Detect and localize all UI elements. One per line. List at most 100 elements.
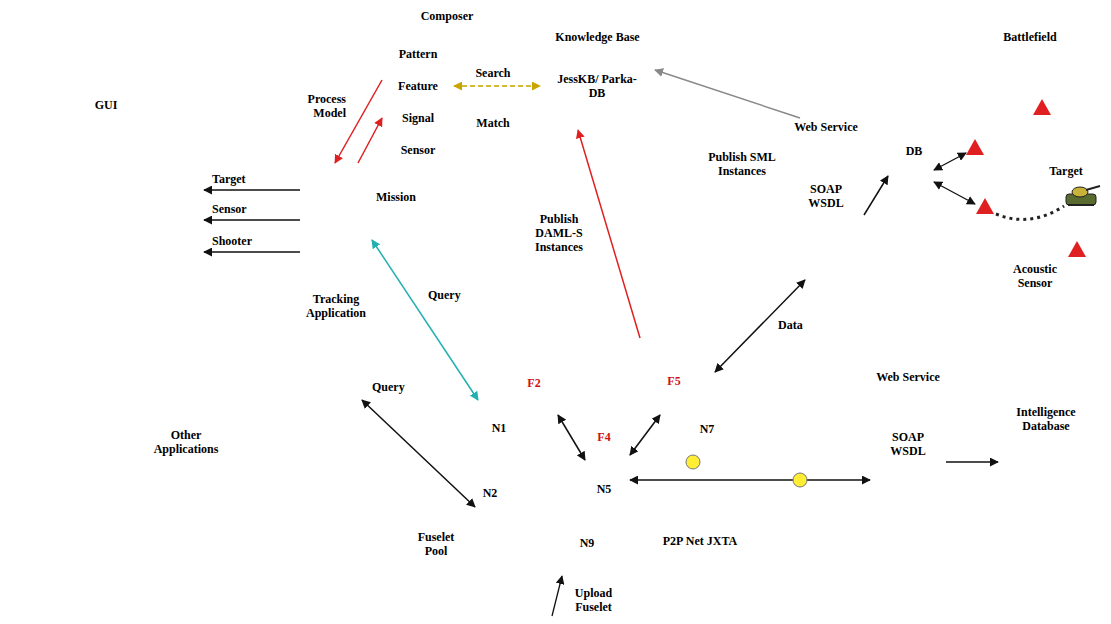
edge-label: Process Model: [290, 92, 346, 120]
connector-arrow: [578, 130, 640, 338]
free-label: Upload Fuselet: [566, 586, 621, 614]
node-label: Intelligence Database: [998, 405, 1094, 433]
node-label: DB: [888, 144, 940, 158]
peer-node: F4N5: [585, 430, 630, 500]
node-label: Sensor: [382, 143, 454, 157]
peer-node-outline: [552, 536, 602, 568]
node-label: N5: [589, 482, 619, 496]
peer-node: F2N1: [478, 376, 558, 438]
free-label: Publish SML Instances: [698, 150, 786, 178]
database-cylinder: Intelligence Database: [998, 403, 1094, 485]
acoustic-sensor-symbol: [1033, 99, 1051, 115]
node-label: N1: [484, 421, 514, 435]
peer-node-dot: [793, 473, 807, 487]
node-heading: Knowledge Base: [540, 30, 655, 44]
composer-box: ComposerPatternFeatureSignalSensor Knowle…: [372, 5, 665, 170]
node-label: GUI: [8, 98, 204, 112]
tank-symbol: [1066, 186, 1100, 205]
edge-label: Query: [428, 288, 473, 302]
peer-node: N2: [475, 485, 505, 527]
node-label: Pattern: [382, 47, 454, 61]
connector-arrow: [946, 461, 998, 463]
node-label: N7: [692, 422, 722, 436]
database-cylinder-outline: [1015, 449, 1077, 481]
connector-arrow: [358, 118, 382, 163]
web-service-box-outline: [880, 400, 936, 518]
connector-arrow: [655, 70, 800, 118]
node-heading: F2: [522, 376, 546, 390]
node-heading: F5: [660, 374, 688, 388]
web-service-box-outline: [797, 155, 855, 278]
p2p-cloud: Fuselet Pool P2P Net JXTA F2N1F4N5 F5N7N2N9: [410, 338, 810, 590]
node-heading: F4: [589, 430, 619, 444]
node-label: Other Applications: [150, 428, 222, 456]
peer-node: N9: [552, 536, 602, 568]
module-box: Feature: [382, 72, 454, 100]
edge-label: Mission: [376, 190, 432, 204]
free-label: Target: [1040, 164, 1092, 178]
connector-arrow: [630, 415, 660, 455]
acoustic-sensor-symbol: [1068, 241, 1086, 257]
p2p-cloud-outline: [438, 338, 810, 590]
upload-arrow: [552, 576, 562, 616]
connector-arrow: [362, 400, 475, 507]
database-cylinder: DB: [888, 143, 940, 191]
node-heading: Fuselet Pool: [412, 530, 460, 558]
knowledge-base: Knowledge BaseJessKB/ Parka-DB: [540, 30, 655, 130]
node-heading: Web Service: [788, 120, 864, 134]
node-label: SOAP WSDL: [797, 182, 855, 210]
web-service-box: Web ServiceSOAP WSDL: [788, 118, 864, 280]
connector-arrow: [864, 176, 888, 215]
battlefield-cloud-outline: [930, 14, 1108, 302]
module-box: Sensor: [382, 136, 454, 164]
decoration-group: [552, 99, 1100, 616]
target-track: [996, 206, 1064, 219]
connector-group: [204, 70, 998, 507]
peer-node-outline: [478, 376, 558, 438]
application-box-outline: [308, 163, 361, 288]
battlefield-cloud: Battlefield: [930, 4, 1108, 302]
edge-label: Shooter: [212, 234, 282, 248]
node-heading: Web Service: [870, 370, 946, 384]
free-label: Match: [468, 116, 518, 130]
gui-screen: GUI: [8, 96, 204, 304]
edge-label: Target: [212, 172, 282, 186]
connector-arrow: [204, 219, 300, 221]
node-label: N2: [475, 486, 505, 500]
connector-arrow: [204, 189, 300, 191]
node-label: Composer: [392, 9, 502, 23]
sensor-link: [934, 182, 975, 204]
node-label: Tracking Application: [300, 292, 372, 320]
node-label: JessKB/ Parka-DB: [557, 72, 637, 100]
web-service-box: Web ServiceSOAP WSDL: [870, 368, 946, 518]
connector-arrow: [372, 240, 478, 400]
edge-label: Data: [778, 318, 814, 332]
acoustic-sensor-symbol: [976, 198, 994, 214]
connector-arrow: [630, 479, 870, 481]
peer-node: F5N7: [660, 372, 730, 440]
edge-label: Search: [465, 66, 521, 80]
node-label: P2P Net JXTA: [660, 534, 740, 548]
module-box: Pattern: [382, 40, 454, 68]
application-box: Tracking Application: [300, 163, 372, 328]
peer-node-dot: [686, 455, 700, 469]
free-label: Acoustic Sensor: [1000, 262, 1070, 290]
connector-arrow: [558, 415, 585, 460]
node-label: SOAP WSDL: [880, 430, 936, 458]
connector-arrow: [204, 251, 300, 253]
node-label: N9: [574, 536, 600, 550]
database-cylinder-outline: [894, 161, 934, 188]
connector-arrow: [454, 85, 540, 87]
node-label: Feature: [382, 79, 454, 93]
module-box: Signal: [382, 104, 454, 132]
edge-label: Publish DAML-S Instances: [526, 212, 592, 254]
acoustic-sensor-symbol: [966, 139, 984, 155]
gui-screen-outline: [10, 116, 202, 302]
edge-label: Query: [372, 380, 417, 394]
edge-label: Sensor: [212, 202, 282, 216]
sensor-link: [934, 153, 966, 170]
node-label: Signal: [382, 111, 454, 125]
node-label: Battlefield: [985, 30, 1075, 44]
